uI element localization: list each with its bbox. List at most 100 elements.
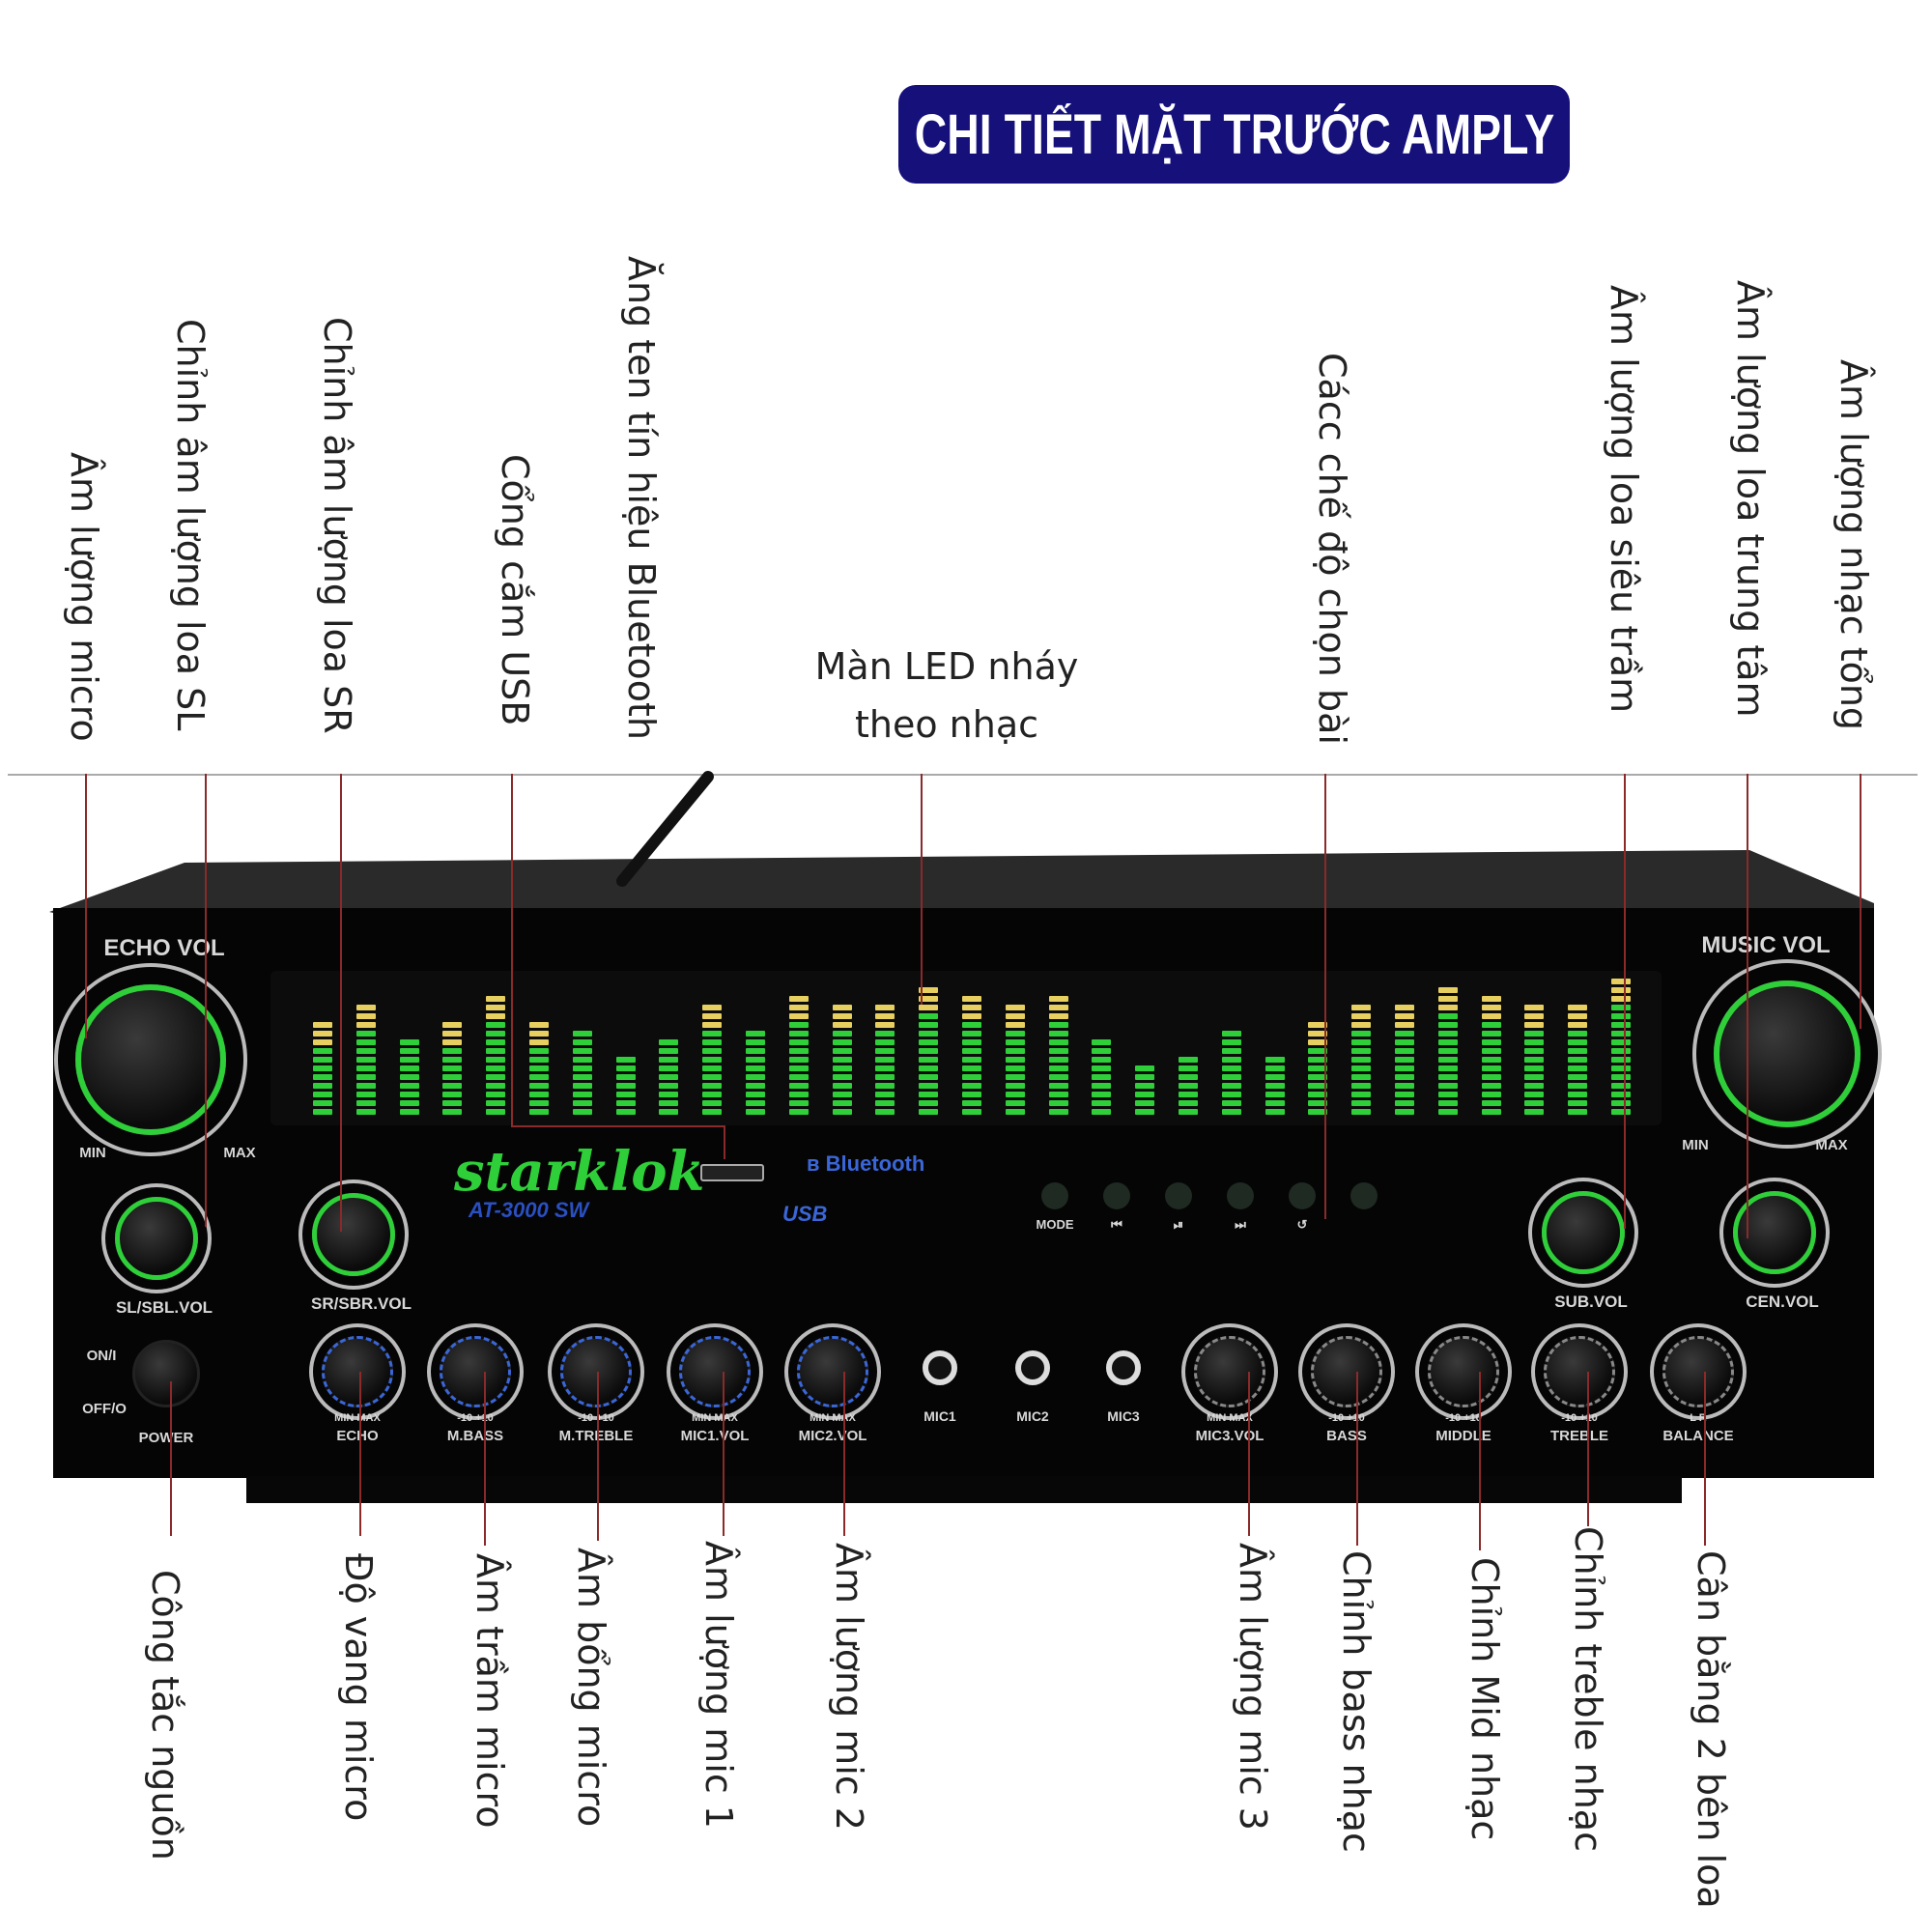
brand-logo: starklok — [454, 1140, 705, 1204]
mode-button-4[interactable] — [1227, 1182, 1254, 1209]
mode-button-3[interactable] — [1165, 1182, 1192, 1209]
led-segment — [875, 1013, 895, 1019]
led-segment — [355, 1100, 376, 1106]
led-segment — [832, 1083, 852, 1089]
led-segment — [572, 1031, 592, 1037]
mode-button-1[interactable] — [1041, 1182, 1068, 1209]
knob-range-label: L R — [1690, 1412, 1707, 1424]
knob-bass[interactable] — [1311, 1336, 1382, 1407]
led-segment — [962, 1092, 981, 1097]
sub-volume-knob[interactable] — [1542, 1191, 1625, 1274]
power-off-label: OFF/O — [82, 1401, 127, 1417]
usb-logo: USB — [782, 1202, 828, 1226]
led-segment — [962, 1100, 981, 1106]
knob-mic2-vol[interactable] — [797, 1336, 868, 1407]
label-power-switch: Công tắc nguồn — [144, 1570, 186, 1861]
led-segment — [313, 1074, 332, 1080]
label-bluetooth-antenna: Ăng ten tín hiệu Bluetooth — [620, 256, 663, 740]
led-segment — [832, 1057, 852, 1063]
led-segment — [919, 1057, 939, 1063]
led-segment — [1092, 1092, 1112, 1097]
led-segment — [1092, 1100, 1112, 1106]
amp-top-surface — [49, 850, 1874, 913]
led-segment — [1395, 1100, 1414, 1106]
knob-mic3-vol[interactable] — [1194, 1336, 1265, 1407]
led-segment — [1611, 1039, 1631, 1045]
led-segment — [875, 1092, 895, 1097]
center-volume-knob[interactable] — [1733, 1191, 1816, 1274]
leader-line — [484, 1372, 486, 1546]
led-segment — [1221, 1065, 1241, 1071]
led-segment — [702, 1057, 723, 1063]
led-segment — [832, 1092, 852, 1097]
led-segment — [615, 1074, 636, 1080]
mode-button-5[interactable] — [1289, 1182, 1316, 1209]
music-volume-knob[interactable] — [1714, 980, 1861, 1127]
knob-m-bass[interactable] — [440, 1336, 511, 1407]
led-segment — [659, 1083, 679, 1089]
label-sr-volume: Chỉnh âm lượng loa SR — [316, 317, 358, 734]
mic-jack-2[interactable] — [1015, 1350, 1050, 1385]
knob-echo[interactable] — [322, 1336, 393, 1407]
led-segment — [962, 1083, 981, 1089]
sr-volume-knob[interactable] — [312, 1193, 395, 1276]
led-segment — [1524, 1083, 1545, 1089]
led-segment — [1048, 1031, 1068, 1037]
led-segment — [1264, 1057, 1285, 1063]
mode-button-2[interactable] — [1103, 1182, 1130, 1209]
led-segment — [572, 1048, 592, 1054]
led-segment — [1048, 1005, 1068, 1010]
knob-range-label: MIN MAX — [810, 1412, 856, 1424]
led-segment — [1308, 1022, 1328, 1028]
knob-range-label: -10 +10 — [457, 1412, 494, 1424]
knob-treble[interactable] — [1544, 1336, 1615, 1407]
led-segment — [1351, 1005, 1372, 1010]
knob-mic1-vol[interactable] — [679, 1336, 751, 1407]
led-label-line2: theo nhạc — [854, 703, 1039, 746]
knob-m-treble[interactable] — [560, 1336, 632, 1407]
knob-middle[interactable] — [1428, 1336, 1499, 1407]
led-segment — [702, 1031, 723, 1037]
led-segment — [399, 1057, 419, 1063]
led-segment — [1611, 1083, 1631, 1089]
mic-jack-1[interactable] — [923, 1350, 957, 1385]
label-mid: Chỉnh Mid nhạc — [1463, 1557, 1506, 1841]
led-segment — [1568, 1048, 1588, 1054]
led-segment — [1611, 979, 1631, 984]
led-segment — [399, 1065, 419, 1071]
led-segment — [1481, 1013, 1501, 1019]
led-segment — [746, 1109, 765, 1115]
leader-line — [170, 1381, 172, 1536]
led-segment — [1048, 996, 1068, 1002]
led-segment — [788, 1022, 809, 1028]
led-segment — [1048, 1100, 1068, 1106]
led-segment — [788, 1048, 809, 1054]
knob-balance[interactable] — [1662, 1336, 1734, 1407]
leader-line — [1248, 1372, 1250, 1536]
sub-volume-knob-label: SUB.VOL — [1554, 1293, 1628, 1311]
led-segment — [1568, 1039, 1588, 1045]
mode-button-6[interactable] — [1350, 1182, 1378, 1209]
led-segment — [442, 1083, 463, 1089]
echo-volume-knob[interactable] — [75, 984, 226, 1135]
led-segment — [572, 1057, 592, 1063]
mic-jack-3[interactable] — [1106, 1350, 1141, 1385]
led-segment — [1568, 1092, 1588, 1097]
led-segment — [788, 1092, 809, 1097]
led-segment — [1395, 1005, 1414, 1010]
leader-line — [1587, 1372, 1589, 1526]
led-segment — [486, 1074, 506, 1080]
power-switch[interactable] — [132, 1340, 200, 1407]
label-music-volume: Âm lượng nhạc tổng — [1833, 359, 1875, 731]
led-segment — [919, 1065, 939, 1071]
sl-volume-knob[interactable] — [115, 1197, 198, 1280]
led-segment — [962, 1039, 981, 1045]
led-segment — [1351, 1013, 1372, 1019]
usb-port[interactable] — [700, 1164, 764, 1181]
mode-button-label: ⏯ — [1173, 1217, 1184, 1232]
led-segment — [832, 1039, 852, 1045]
led-segment — [962, 1022, 981, 1028]
led-segment — [702, 1013, 723, 1019]
led-segment — [919, 996, 939, 1002]
led-segment — [1568, 1065, 1588, 1071]
